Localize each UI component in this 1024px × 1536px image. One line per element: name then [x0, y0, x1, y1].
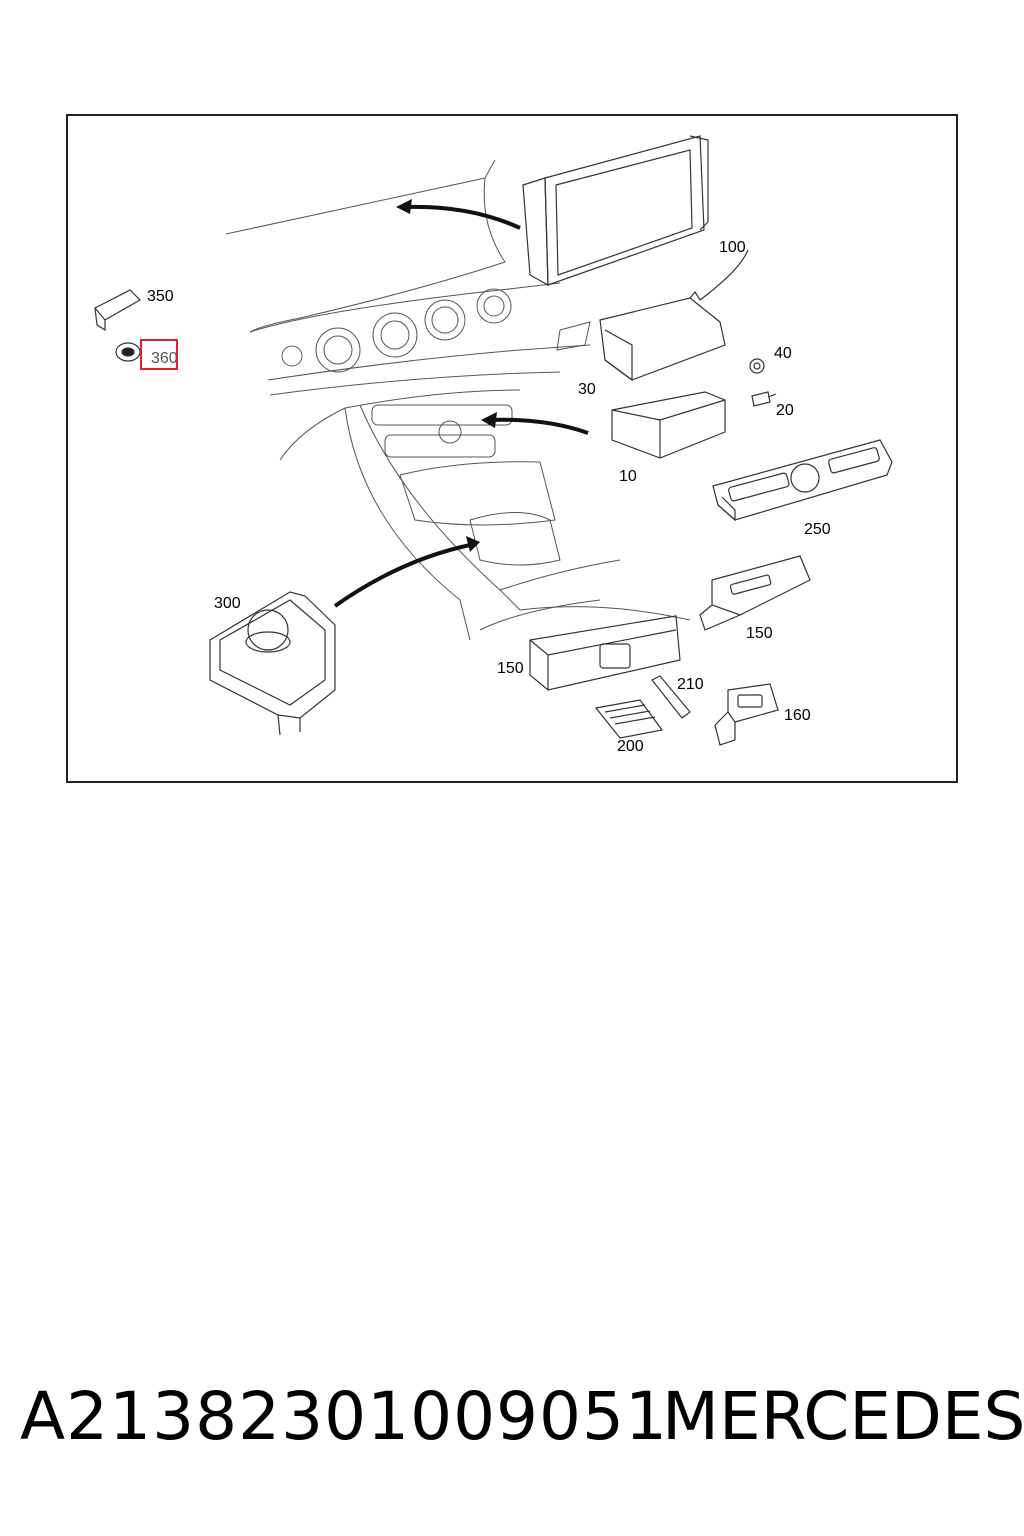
part-100-display [522, 135, 749, 301]
callout-30: 30 [578, 381, 596, 398]
callout-350: 350 [147, 288, 174, 305]
brand-name: MERCEDES [662, 1378, 1024, 1455]
callout-200: 200 [617, 738, 644, 755]
callout-250: 250 [804, 521, 831, 538]
part-number: A21382301009051 [20, 1378, 669, 1455]
callout-150-upper: 150 [746, 625, 773, 642]
callout-210: 210 [677, 676, 704, 693]
part-200-label [594, 699, 664, 739]
callout-100: 100 [719, 239, 746, 256]
callout-160: 160 [784, 707, 811, 724]
part-300-controller [209, 591, 336, 736]
assembly-arrows [333, 204, 589, 608]
part-250-switch-panel [712, 439, 893, 522]
part-150-unit-upper [699, 555, 811, 631]
part-160-usb-socket [714, 683, 779, 746]
part-350-switch [94, 289, 141, 332]
callout-150-lower: 150 [497, 660, 524, 677]
callout-10: 10 [619, 468, 637, 485]
part-30-bracket [599, 290, 726, 382]
part-150-unit-lower [529, 615, 681, 691]
part-20-screw [751, 391, 777, 407]
callout-300: 300 [214, 595, 241, 612]
callout-360: 360 [151, 350, 178, 367]
part-210-card-holder [651, 675, 691, 719]
callout-360-highlight [140, 339, 178, 370]
footer-caption: A21382301009051 MERCEDES [20, 1378, 1024, 1478]
callout-40: 40 [774, 345, 792, 362]
part-10-unit [611, 391, 726, 459]
dashboard-outline [225, 159, 691, 641]
part-40-nut [749, 358, 765, 374]
part-360-button [115, 342, 141, 362]
callout-20: 20 [776, 402, 794, 419]
